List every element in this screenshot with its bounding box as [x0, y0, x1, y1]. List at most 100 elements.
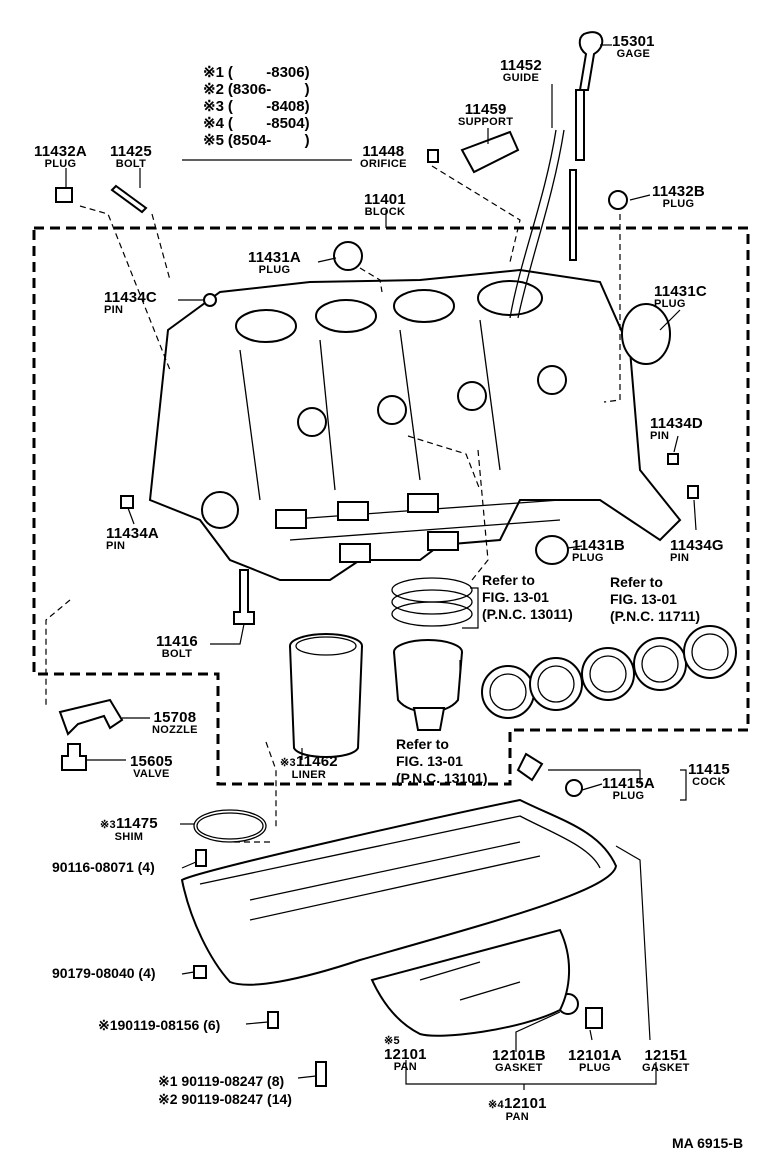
callout-pan-5: ※5 12101 PAN — [384, 1036, 427, 1073]
part-name: LINER — [291, 769, 327, 781]
part-number: 11432A — [34, 143, 87, 160]
legend-row: ※4( -8504) — [201, 115, 312, 132]
part-number: 11475 — [115, 815, 158, 832]
part-name: PLUG — [44, 158, 77, 170]
callout-plug-11415a: 11415A PLUG — [602, 776, 655, 802]
part-name: GASKET — [642, 1062, 690, 1074]
part-number: 11401 — [364, 191, 406, 208]
legend-row: ※3( -8408) — [201, 98, 312, 115]
callout-shim: ※311475 SHIM — [100, 816, 158, 843]
part-name: BOLT — [115, 158, 147, 170]
callout-plug-12101a: 12101A PLUG — [568, 1048, 622, 1074]
ref-line: FIG. 13-01 — [610, 591, 677, 607]
part-mark: ※3 — [280, 757, 296, 769]
part-name: GUIDE — [502, 72, 540, 84]
callout-plug-11431a: 11431A PLUG — [248, 250, 301, 276]
part-name: PLUG — [654, 298, 686, 310]
callout-support: 11459 SUPPORT — [458, 102, 513, 128]
part-name: PIN — [670, 552, 690, 564]
callout-guide: 11452 GUIDE — [500, 58, 542, 84]
part-number: 15708 — [153, 709, 197, 726]
bolt-label: ※1 90119-08247 (8) — [158, 1073, 285, 1089]
part-number: 11431A — [248, 249, 301, 266]
callout-cock: 11415 COCK — [688, 762, 730, 788]
part-name: PLUG — [258, 264, 291, 276]
callout-orifice: 11448 ORIFICE — [360, 144, 407, 170]
part-name: NOZZLE — [152, 724, 198, 736]
part-number: 11431C — [654, 283, 707, 300]
part-name: COCK — [692, 776, 726, 788]
ref-line: FIG. 13-01 — [396, 753, 463, 769]
oil-pan-drawing — [180, 798, 618, 1037]
small-parts — [55, 184, 699, 1087]
ref-line: (P.N.C. 11711) — [610, 608, 701, 624]
part-number: 11459 — [464, 101, 507, 118]
part-name: PLUG — [572, 552, 604, 564]
callout-plug-11431c: 11431C PLUG — [654, 284, 707, 310]
cylinder-block-drawing — [148, 268, 682, 581]
reference-bearings: Refer to FIG. 13-01 (P.N.C. 11711) — [610, 574, 700, 625]
dipstick-drawing — [427, 31, 604, 319]
callout-bolt-11425: 11425 BOLT — [110, 144, 152, 170]
callout-gage: 15301 GAGE — [612, 34, 655, 60]
part-mark: ※4 — [488, 1099, 504, 1111]
part-name: PLUG — [662, 198, 695, 210]
part-number: 11415 — [688, 761, 730, 778]
part-number: 11434A — [106, 525, 159, 542]
part-number: 11416 — [156, 633, 198, 650]
legend-range: ( -8306) — [227, 64, 310, 81]
legend-range: (8306- ) — [227, 81, 310, 98]
callout-nozzle: 15708 NOZZLE — [152, 710, 198, 736]
part-name: ORIFICE — [360, 158, 407, 170]
liner-drawing — [289, 633, 363, 758]
part-name: PIN — [106, 540, 126, 552]
callout-plug-11432b: 11432B PLUG — [652, 184, 705, 210]
legend-range: (8504- ) — [227, 132, 310, 149]
legend-row: ※1( -8306) — [201, 64, 312, 81]
legend-range: ( -8504) — [227, 115, 310, 132]
figure-code: MA 6915-B — [672, 1135, 744, 1151]
part-number: 11448 — [362, 143, 405, 160]
part-name: GASKET — [495, 1062, 543, 1074]
part-name: PIN — [104, 304, 124, 316]
leader-lines — [65, 44, 697, 1090]
block-assembly-border — [32, 226, 750, 786]
part-number: 12101 — [503, 1095, 547, 1112]
part-name: SUPPORT — [458, 116, 514, 128]
part-name: SHIM — [114, 831, 144, 843]
part-number: 12101A — [568, 1047, 622, 1064]
callout-pan-4: ※412101 PAN — [488, 1096, 547, 1123]
callout-pin-11434g: 11434G PIN — [670, 538, 724, 564]
part-number: 12101B — [492, 1047, 546, 1064]
callout-pin-11434d: 11434D PIN — [650, 416, 703, 442]
legend-mark: ※1 — [203, 64, 224, 81]
piston-drawing — [391, 577, 473, 731]
legend-mark: ※5 — [203, 132, 224, 149]
part-name: BLOCK — [364, 206, 406, 218]
callout-pin-11434c: 11434C PIN — [104, 290, 157, 316]
part-name: GAGE — [616, 48, 651, 60]
ref-line: Refer to — [396, 736, 449, 752]
part-number: 12151 — [644, 1047, 688, 1064]
part-number: 11462 — [295, 753, 338, 770]
legend-row: ※5(8504- ) — [201, 132, 312, 149]
part-number: 12101 — [384, 1046, 427, 1063]
bolt-label: 90116-08071 (4) — [52, 859, 155, 875]
part-name: PLUG — [612, 790, 645, 802]
part-number: 11415A — [602, 775, 655, 792]
part-mark: ※5 — [384, 1035, 400, 1047]
callout-liner: ※311462 LINER — [280, 754, 338, 781]
ref-line: (P.N.C. 13101) — [396, 770, 488, 786]
part-number: 11432B — [652, 183, 705, 200]
part-number: 15301 — [612, 33, 655, 50]
callout-bolt-11416: 11416 BOLT — [156, 634, 198, 660]
part-number: 11425 — [110, 143, 152, 160]
ref-line: Refer to — [610, 574, 663, 590]
legend-mark: ※4 — [203, 115, 224, 132]
reference-piston-rings: Refer to FIG. 13-01 (P.N.C. 13011) — [482, 572, 573, 623]
alignment-lines — [45, 165, 621, 843]
part-number: 15605 — [130, 753, 173, 770]
ref-line: (P.N.C. 13011) — [482, 606, 573, 622]
part-number: 11434G — [670, 537, 724, 554]
part-number: 11434C — [104, 289, 157, 306]
